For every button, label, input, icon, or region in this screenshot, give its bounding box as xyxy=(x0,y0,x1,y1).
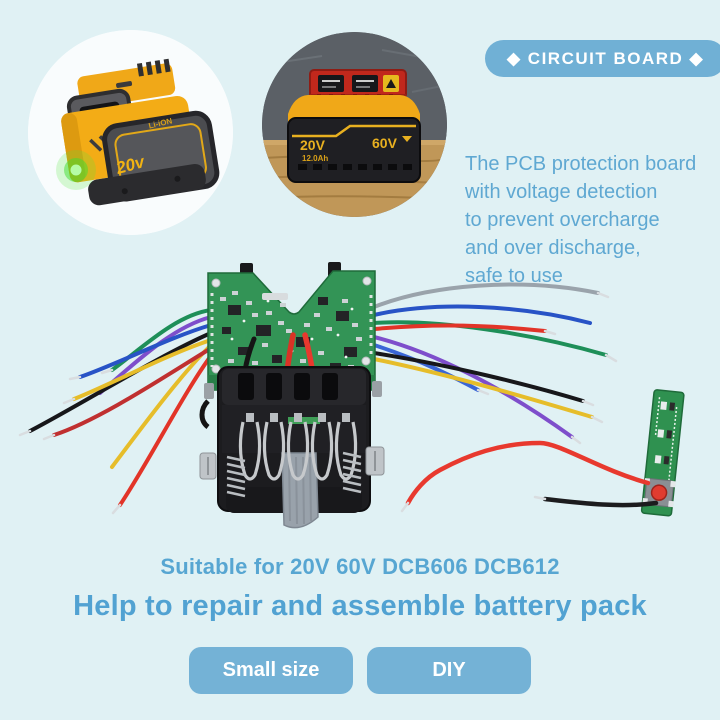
circuit-board-badge: ◆ CIRCUIT BOARD ◆ xyxy=(485,40,720,77)
left-wire-bundle xyxy=(18,308,215,515)
tag-diy-label: DIY xyxy=(432,659,466,681)
battery-60v-adapter-photo: 20V 12.0Ah 60V xyxy=(262,32,447,217)
wire-yellow xyxy=(372,357,594,419)
wire-blue xyxy=(372,343,480,392)
tag-small-size: Small size xyxy=(189,647,353,694)
description-line: safe to use xyxy=(465,265,563,287)
product-description: The PCB protection board with voltage de… xyxy=(465,150,696,290)
wire-yellow xyxy=(110,341,215,469)
led-indicator-board xyxy=(640,389,685,517)
adapter-voltage-left: 20V xyxy=(300,137,326,153)
power-button xyxy=(642,478,676,508)
stripped-wire-tips xyxy=(476,291,618,445)
stripped-wire-tips xyxy=(18,368,122,515)
wire-yellow xyxy=(72,338,213,401)
battery-20v-illustration: Li-iON 20v xyxy=(28,30,233,235)
led-pads xyxy=(654,401,676,465)
wire-black xyxy=(542,496,659,508)
tag-diy: DIY xyxy=(367,647,531,694)
pcb-edge-strip xyxy=(288,417,320,424)
bms-board-illustration xyxy=(18,262,685,529)
adapter-voltage-right: 60V xyxy=(372,135,398,151)
bms-board-photo xyxy=(0,255,720,585)
battery-adapter-illustration: 20V 12.0Ah 60V xyxy=(262,32,447,217)
led-board-wires xyxy=(400,440,659,513)
battery-holder xyxy=(199,366,385,529)
feature-tags: Small size DIY xyxy=(0,647,720,694)
wire-green xyxy=(372,320,608,357)
right-wire-bundle xyxy=(372,282,618,445)
circuit-board-badge-label: ◆ CIRCUIT BOARD ◆ xyxy=(507,48,705,68)
description-line: and over discharge, xyxy=(465,237,641,259)
wire-green xyxy=(110,308,213,372)
charge-indicator-glow xyxy=(56,150,96,190)
adapter-label xyxy=(318,75,344,92)
wire-red xyxy=(405,440,651,506)
wire-black xyxy=(372,351,585,403)
battery-20v-photo: Li-iON 20v xyxy=(28,30,233,235)
wire-black xyxy=(28,331,213,433)
wire-blue xyxy=(372,304,592,325)
adapter-label-2 xyxy=(352,75,378,92)
battery-body: 20V 12.0Ah 60V xyxy=(287,95,421,183)
wire-gray xyxy=(372,282,600,309)
description-line: with voltage detection xyxy=(465,181,658,203)
black-hook-wire xyxy=(199,399,210,429)
wire-red xyxy=(372,323,547,333)
description-line: to prevent overcharge xyxy=(465,209,660,231)
adapter-capacity: 12.0Ah xyxy=(302,154,328,163)
wire-red xyxy=(118,351,215,507)
tag-small-size-label: Small size xyxy=(222,659,320,681)
headline-text: Help to repair and assemble battery pack xyxy=(73,590,647,622)
compatibility-text: Suitable for 20V 60V DCB606 DCB612 xyxy=(160,554,560,579)
wire-blue xyxy=(78,323,213,379)
battery-pack: Li-iON 20v xyxy=(61,58,220,206)
wire-red xyxy=(52,345,215,437)
metal-contact-clips xyxy=(238,413,358,481)
description-line: The PCB protection board xyxy=(465,153,697,175)
coil-springs xyxy=(226,451,362,498)
